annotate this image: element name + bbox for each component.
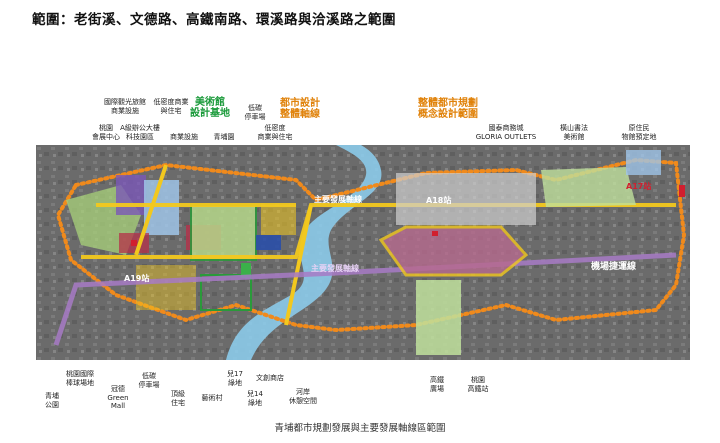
arts-zone-lower bbox=[200, 274, 252, 311]
label-low-carbon-parking-bottom: 低碳 停車場 bbox=[138, 372, 160, 389]
axis-label-1: 主要發展軸線 bbox=[314, 195, 362, 204]
label-a-class-office: A級辦公大樓 科技園區 bbox=[120, 124, 160, 141]
a18-zone bbox=[378, 225, 529, 277]
label-culture-shops: 文創商店 bbox=[256, 374, 284, 382]
label-green-mall: 冠德 Green Mall bbox=[107, 385, 129, 410]
label-commercial-facility: 商業設施 bbox=[170, 133, 198, 141]
label-hsr-plaza: 高鐵 廣場 bbox=[430, 376, 444, 393]
label-urban-design: 都市設計 整體軸線 bbox=[280, 98, 320, 120]
label-hsr-station-land: 桃園 高鐵站 bbox=[467, 376, 489, 393]
planning-boundary bbox=[55, 157, 687, 333]
blue-block bbox=[256, 235, 281, 250]
label-master-plan: 整體都市規劃 概念設計範圍 bbox=[418, 98, 478, 120]
label-tourism-hotel: 國際觀光旅館 商業設施 bbox=[104, 98, 146, 115]
label-park14: 兒14 綠地 bbox=[247, 390, 263, 407]
label-hengshan-art: 橫山書法 美術館 bbox=[560, 124, 588, 141]
label-high-end-housing: 頂級 住宅 bbox=[171, 390, 185, 407]
label-taoyuan-conference: 桃園 會展中心 bbox=[92, 124, 120, 141]
a17-label: A17站 bbox=[626, 182, 652, 191]
label-arts-center: 美術館 設計基地 bbox=[190, 97, 230, 119]
block-blue bbox=[144, 180, 179, 235]
a19-marker bbox=[131, 240, 137, 246]
river bbox=[226, 145, 382, 360]
map-caption: 青埔都市規劃發展與主要發展軸線區範圍 bbox=[274, 423, 446, 434]
label-baseball: 桃園國際 棒球場地 bbox=[66, 370, 94, 387]
label-qingpu-park-bottom: 青埔 公園 bbox=[45, 392, 59, 409]
planning-map: A17站 A18站 A19站 主要發展軸線 主要發展軸線 機場捷運線 bbox=[36, 145, 690, 360]
map-svg bbox=[36, 145, 690, 360]
a18-marker bbox=[432, 231, 438, 236]
label-gloria-outlets: 國泰商務城 GLORIA OUTLETS bbox=[475, 124, 537, 141]
airport-mrt-label: 機場捷運線 bbox=[591, 262, 637, 272]
label-qingpu-park: 青埔園 bbox=[213, 133, 235, 141]
green-marker bbox=[241, 263, 251, 278]
block-aboriginal bbox=[626, 150, 661, 175]
block-purple bbox=[116, 175, 146, 215]
yellow-zone-1 bbox=[261, 205, 296, 235]
outlet-zone bbox=[396, 173, 536, 225]
a17-marker bbox=[679, 185, 685, 197]
label-riverside: 河岸 休憩空間 bbox=[289, 388, 317, 405]
label-density-commercial-1: 低密度商業 與住宅 bbox=[153, 98, 189, 115]
label-low-carbon-parking-top: 低碳 停車場 bbox=[244, 104, 266, 121]
park-bottom bbox=[416, 280, 461, 355]
a18-label: A18站 bbox=[426, 196, 452, 205]
yellow-zone-2 bbox=[136, 265, 196, 310]
a19-label: A19站 bbox=[124, 274, 150, 283]
axis-label-2: 主要發展軸線 bbox=[311, 264, 359, 273]
park-right bbox=[541, 167, 636, 207]
page-title: 範圍：老街溪、文德路、高鐵南路、環溪路與洽溪路之範圍 bbox=[32, 12, 396, 28]
label-park17: 兒17 綠地 bbox=[227, 370, 243, 387]
label-density-commercial-2: 低密度 商業與住宅 bbox=[257, 124, 293, 141]
axis-yellow-2 bbox=[134, 164, 313, 326]
label-art-village: 藝術村 bbox=[201, 394, 223, 402]
label-aboriginal: 原住民 物館預定地 bbox=[621, 124, 657, 141]
arts-zone bbox=[190, 204, 257, 261]
